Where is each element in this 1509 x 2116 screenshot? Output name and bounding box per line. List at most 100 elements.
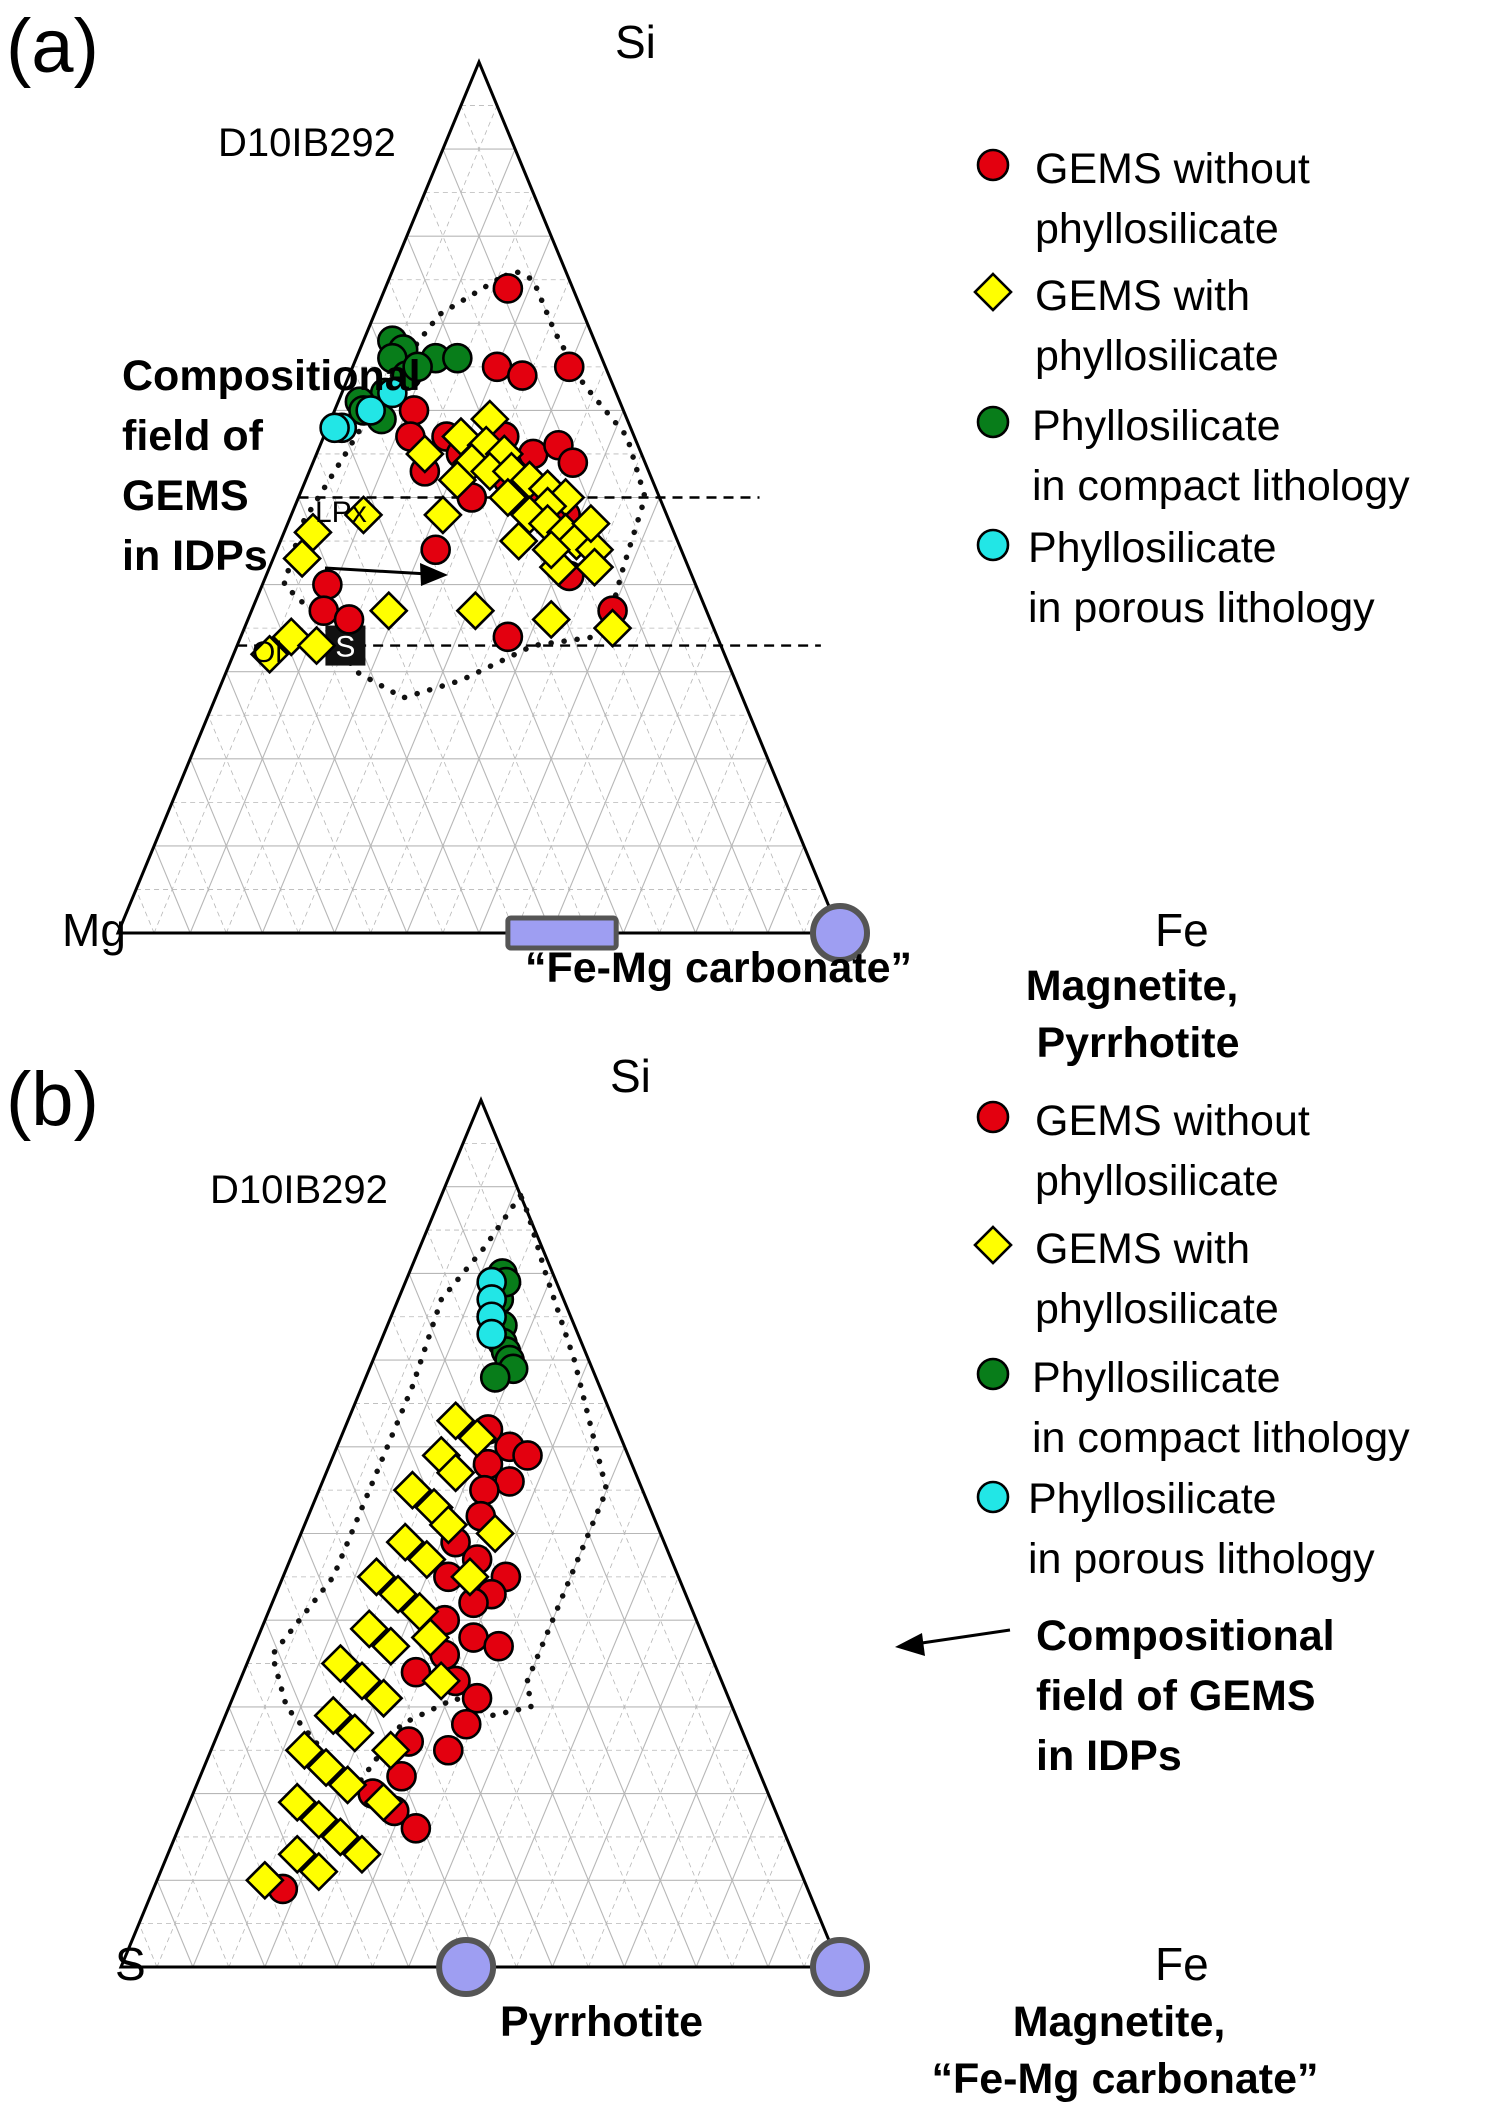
phyllosilicate-compact-point xyxy=(442,342,473,374)
grid-line xyxy=(731,802,787,934)
grid-line xyxy=(586,627,715,934)
legend-a-gems-without-line-2: phyllosilicate xyxy=(1035,205,1279,253)
gems-with-phyllosilicate-point xyxy=(385,1522,426,1563)
legend-b-gems-with-line-2: phyllosilicate xyxy=(1035,1285,1279,1333)
gems-with-phyllosilicate-point xyxy=(370,1730,411,1771)
annotation-arrow-b xyxy=(914,1628,1011,1646)
legend-b-phyllo-porous-line-2: in porous lithology xyxy=(1028,1535,1375,1583)
legend-b-gems-without-line-2: phyllosilicate xyxy=(1035,1157,1279,1205)
carbonate-phase-bar xyxy=(505,915,619,951)
legend-b-phyllo-compact-line-1: Phyllosilicate xyxy=(1032,1354,1281,1402)
series-group xyxy=(245,1400,515,1901)
gems-with-phyllosilicate-point xyxy=(342,1834,382,1875)
gems-with-phyllosilicate-point xyxy=(313,1695,354,1736)
legend-b-phyllo-compact: Phyllosilicate in compact lithology xyxy=(1032,1354,1410,1462)
gems-without-phyllosilicate-point xyxy=(483,1630,514,1662)
apex-left-label-b: S xyxy=(115,1938,146,1990)
plot-layer: S xyxy=(115,58,870,963)
grid-line xyxy=(352,366,588,934)
grid-line xyxy=(479,1533,662,1968)
gems-with-phyllosilicate-point xyxy=(298,1799,339,1840)
phyllosilicate-porous-point xyxy=(377,377,408,409)
gems-with-phyllosilicate-point xyxy=(320,1643,361,1684)
grid-line xyxy=(478,497,661,934)
gems-with-phyllosilicate-point xyxy=(363,1678,404,1719)
legend-a-gems-with: GEMS with phyllosilicate xyxy=(1035,272,1279,380)
field-annotation-b-line-2: field of GEMS xyxy=(1036,1672,1316,1720)
gems-with-phyllosilicate-point xyxy=(423,495,463,535)
gems-with-phyllosilicate-point xyxy=(410,1617,451,1658)
gems-without-phyllosilicate-point xyxy=(481,351,513,383)
magnetite-phase-label-b-line-1: Magnetite, xyxy=(1013,1998,1226,2046)
gems-with-phyllosilicate-point xyxy=(455,590,496,631)
grid-line xyxy=(225,671,336,934)
legend-b-gems-with: GEMS with phyllosilicate xyxy=(1035,1225,1279,1333)
carbonate-phase-label-a: “Fe-Mg carbonate” xyxy=(525,944,912,992)
phyllosilicate-porous-point xyxy=(476,1318,507,1350)
reference-point-label: S xyxy=(335,631,355,664)
phase-marker xyxy=(810,1937,870,1997)
phyllosilicate-porous-point xyxy=(355,395,387,426)
panel-label-a: (a) xyxy=(6,4,99,89)
legend-a-gems-without-line-1: GEMS without xyxy=(1035,145,1310,193)
grid-line xyxy=(623,1706,733,1968)
gems-without-phyllosilicate-point xyxy=(450,1708,482,1740)
grid-line xyxy=(767,845,805,934)
phyllosilicate-porous-point xyxy=(319,412,350,444)
gems-with-phyllosilicate-point xyxy=(249,634,290,675)
magnetite-phase-label-a-line-2: Pyrrhotite xyxy=(1036,1019,1239,1067)
grid-line xyxy=(514,540,678,934)
legend-b-phyllo-porous-line-1: Phyllosilicate xyxy=(1028,1475,1277,1523)
legend-a-phyllo-compact-line-1: Phyllosilicate xyxy=(1032,402,1281,450)
grid-line xyxy=(388,279,660,934)
field-annotation-b-line-3: in IDPs xyxy=(1036,1732,1182,1780)
legend-marker-circle xyxy=(976,528,1010,562)
grid-line xyxy=(156,1143,500,1968)
gems-without-phyllosilicate-point xyxy=(461,1682,493,1714)
apex-left-label-a: Mg xyxy=(62,904,126,956)
grid-line xyxy=(426,1229,733,1968)
field-annotation-a-line-2: field of xyxy=(122,412,264,460)
grid-line xyxy=(767,1880,805,1968)
gems-without-phyllosilicate-point xyxy=(308,595,340,627)
gems-with-phyllosilicate-point xyxy=(450,1557,490,1597)
gems-without-phyllosilicate-point xyxy=(512,1440,543,1471)
grid-lines xyxy=(135,105,823,934)
plot-layer xyxy=(118,1096,870,1997)
legend-b-phyllo-porous: Phyllosilicate in porous lithology xyxy=(1028,1475,1375,1583)
lpx-line-label: LPx xyxy=(315,496,367,529)
grid-line xyxy=(225,192,534,934)
gems-with-phyllosilicate-point xyxy=(592,608,633,648)
field-annotation-b-line-1: Compositional xyxy=(1036,1612,1335,1660)
gems-without-phyllosilicate-point xyxy=(492,273,524,304)
gems-field-outline xyxy=(280,267,648,701)
annotation-arrowhead-a xyxy=(420,563,448,586)
grid-line xyxy=(424,192,733,934)
field-annotation-a-line-3: GEMS xyxy=(122,472,249,520)
gems-without-phyllosilicate-point xyxy=(420,534,451,566)
gems-with-phyllosilicate-point xyxy=(421,1661,461,1701)
legend-a-phyllo-porous: Phyllosilicate in porous lithology xyxy=(1028,524,1375,632)
gems-with-phyllosilicate-point xyxy=(475,1513,515,1554)
legend-marker-circle xyxy=(976,1480,1010,1514)
legend-b-phyllo-compact-line-2: in compact lithology xyxy=(1032,1414,1410,1462)
grid-line xyxy=(153,845,191,934)
gems-with-phyllosilicate-point xyxy=(298,1851,339,1892)
legend-a-phyllo-porous-line-2: in porous lithology xyxy=(1028,584,1375,632)
legend-marker-circle xyxy=(976,405,1010,439)
magnetite-phase-label-b: Magnetite, “Fe-Mg carbonate” xyxy=(931,1998,1318,2103)
grid-line xyxy=(695,1793,769,1968)
gems-with-phyllosilicate-point xyxy=(349,1609,390,1649)
field-annotation-a-line-4: in IDPs xyxy=(122,532,268,580)
ol-line-label: Ol xyxy=(252,636,282,669)
legend-marker-circle xyxy=(976,148,1010,182)
gems-with-phyllosilicate-point xyxy=(334,1713,375,1753)
gems-with-phyllosilicate-point xyxy=(457,1418,498,1458)
grid-line xyxy=(316,453,516,934)
gems-with-phyllosilicate-point xyxy=(245,1860,285,1901)
grid-line xyxy=(551,1619,697,1968)
gems-with-phyllosilicate-point xyxy=(392,1470,433,1510)
field-annotation-b: Compositional field of GEMS in IDPs xyxy=(1036,1612,1347,1780)
gems-without-phyllosilicate-point xyxy=(492,621,524,653)
